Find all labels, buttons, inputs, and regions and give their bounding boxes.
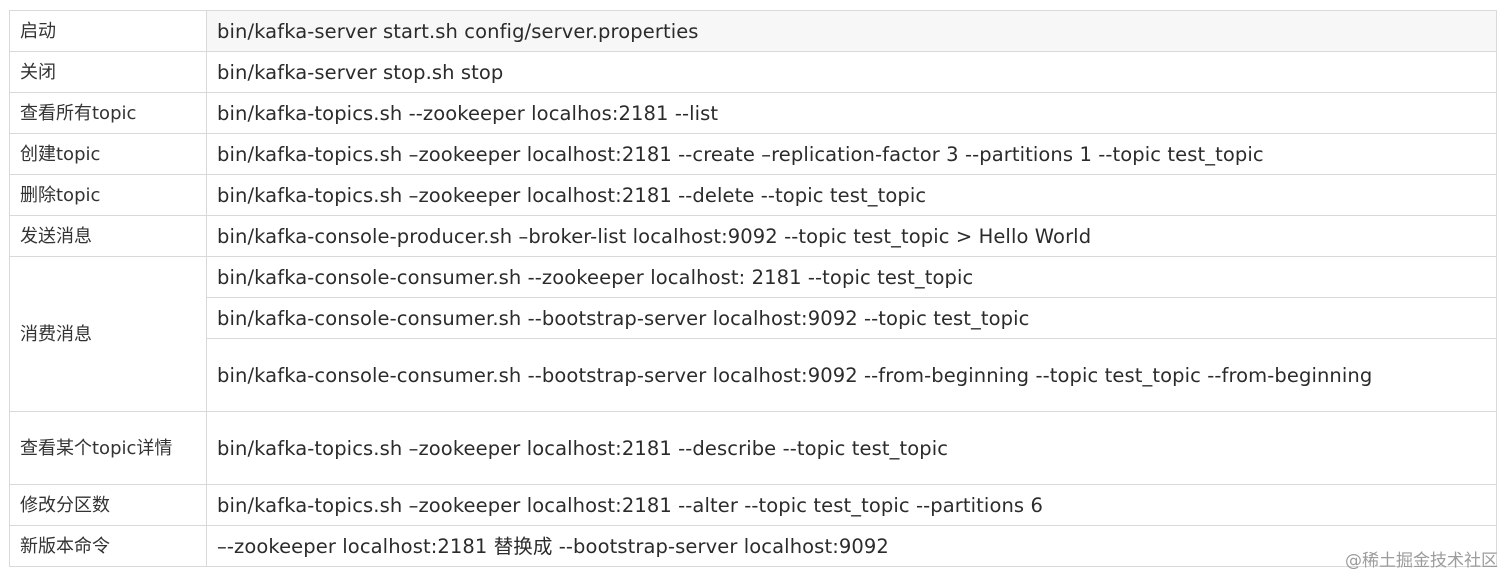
command-cell: bin/kafka-server stop.sh stop — [206, 51, 1497, 93]
table-row: 关闭 bin/kafka-server stop.sh stop — [9, 51, 1497, 93]
kafka-command-table: 启动 bin/kafka-server start.sh config/serv… — [9, 10, 1497, 567]
table-row: 新版本命令 –-zookeeper localhost:2181 替换成 --b… — [9, 525, 1497, 567]
table-row: 查看某个topic详情 bin/kafka-topics.sh –zookeep… — [9, 411, 1497, 485]
table-row: bin/kafka-console-consumer.sh --bootstra… — [10, 297, 1497, 339]
watermark: @稀土掘金技术社区 — [1345, 551, 1498, 571]
operation-cell: 修改分区数 — [9, 484, 207, 526]
table-row: 创建topic bin/kafka-topics.sh –zookeeper l… — [9, 133, 1497, 175]
command-table-container: 启动 bin/kafka-server start.sh config/serv… — [9, 10, 1497, 567]
command-cell: bin/kafka-server start.sh config/server.… — [206, 10, 1497, 52]
operation-cell: 新版本命令 — [9, 525, 207, 567]
command-cell: bin/kafka-console-producer.sh –broker-li… — [206, 215, 1497, 257]
operation-cell: 创建topic — [9, 133, 207, 175]
table-row: 消费消息 bin/kafka-console-consumer.sh --zoo… — [9, 256, 1497, 412]
operation-cell: 关闭 — [9, 51, 207, 93]
table-row: 启动 bin/kafka-server start.sh config/serv… — [9, 10, 1497, 52]
operation-cell: 查看某个topic详情 — [9, 411, 207, 485]
operation-cell: 查看所有topic — [9, 92, 207, 134]
command-cell: –-zookeeper localhost:2181 替换成 --bootstr… — [206, 525, 1497, 567]
operation-cell: 删除topic — [9, 174, 207, 216]
command-cell: bin/kafka-console-consumer.sh --bootstra… — [206, 338, 1497, 412]
table-row: 修改分区数 bin/kafka-topics.sh –zookeeper loc… — [9, 484, 1497, 526]
command-cell: bin/kafka-console-consumer.sh --bootstra… — [206, 297, 1497, 339]
command-cell: bin/kafka-topics.sh –zookeeper localhost… — [206, 133, 1497, 175]
operation-cell: 发送消息 — [9, 215, 207, 257]
command-cell: bin/kafka-topics.sh –zookeeper localhost… — [206, 484, 1497, 526]
command-cell: bin/kafka-topics.sh --zookeeper localhos… — [206, 92, 1497, 134]
operation-cell: 消费消息 — [9, 256, 207, 412]
table-row: 查看所有topic bin/kafka-topics.sh --zookeepe… — [9, 92, 1497, 134]
command-cell: bin/kafka-topics.sh –zookeeper localhost… — [206, 411, 1497, 485]
command-cell: bin/kafka-console-consumer.sh --zookeepe… — [206, 256, 1497, 298]
operation-cell: 启动 — [9, 10, 207, 52]
table-row: 删除topic bin/kafka-topics.sh –zookeeper l… — [9, 174, 1497, 216]
table-row: bin/kafka-console-consumer.sh --bootstra… — [10, 338, 1497, 412]
command-cell: bin/kafka-topics.sh –zookeeper localhost… — [206, 174, 1497, 216]
table-row: 发送消息 bin/kafka-console-producer.sh –brok… — [9, 215, 1497, 257]
